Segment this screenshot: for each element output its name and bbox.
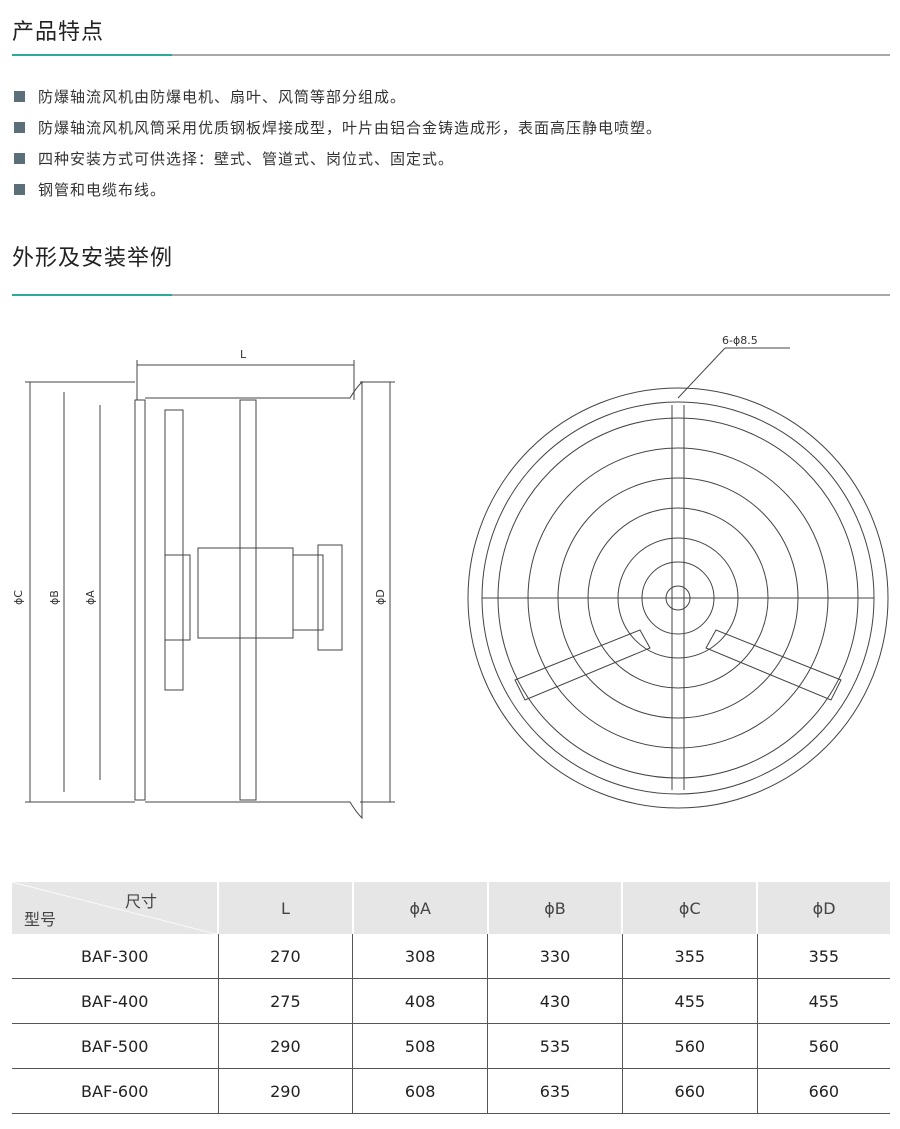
dim-c-label: ϕC [12,590,25,605]
divider [12,54,890,56]
bullet-icon [14,91,25,102]
dim-d-label: ϕD [374,589,387,605]
table-cell: 290 [217,1068,353,1114]
dim-b-label: ϕB [48,590,61,605]
corner-bottom-label: 型号 [24,910,57,929]
model-cell: BAF-600 [12,1068,218,1114]
model-cell: BAF-500 [12,1023,218,1069]
table-cell: 270 [217,934,353,979]
model-cell: BAF-400 [12,978,218,1024]
feature-item: 四种安装方式可供选择：壁式、管道式、岗位式、固定式。 [14,148,454,169]
divider [12,294,890,296]
table-cell: 408 [352,978,488,1024]
table-cell: 308 [352,934,488,979]
table-cell: 535 [487,1023,623,1069]
table-header-row: 尺寸 型号 L ϕA ϕB ϕC ϕD [12,882,890,934]
side-view: L ϕC ϕB ϕA ϕD [12,348,395,820]
corner-top-label: 尺寸 [124,892,157,911]
table-cell: 508 [352,1023,488,1069]
feature-text: 四种安装方式可供选择：壁式、管道式、岗位式、固定式。 [38,150,455,168]
feature-text: 钢管和电缆布线。 [38,181,167,199]
table-cell: 660 [756,1068,890,1114]
table-cell: 560 [756,1023,890,1069]
table-cell: 275 [217,978,353,1024]
table-cell: 355 [621,934,758,979]
feature-text: 防爆轴流风机风筒采用优质钢板焊接成型，叶片由铝合金铸造成形，表面高压静电喷塑。 [38,119,663,137]
feature-item: 钢管和电缆布线。 [14,179,166,200]
table-cell: 660 [621,1068,758,1114]
section-title-installation: 外形及安装举例 [12,246,174,271]
column-header: ϕC [621,882,758,934]
table-cell: 608 [352,1068,488,1114]
feature-item: 防爆轴流风机由防爆电机、扇叶、风筒等部分组成。 [14,86,406,107]
model-cell: BAF-300 [12,934,218,979]
dim-a-label: ϕA [84,590,97,605]
bullet-icon [14,153,25,164]
column-header: ϕA [351,882,488,934]
front-view: 6-ϕ8.5 [467,334,889,809]
fan-drawing: L ϕC ϕB ϕA ϕD 6-ϕ8.5 [12,334,889,820]
dim-l-label: L [240,348,247,361]
column-header: L [217,882,353,934]
feature-text: 防爆轴流风机由防爆电机、扇叶、风筒等部分组成。 [38,88,407,106]
table-cell: 430 [487,978,623,1024]
column-header: ϕD [756,882,890,934]
bullet-icon [14,122,25,133]
table-cell: 290 [217,1023,353,1069]
table-cell: 455 [621,978,758,1024]
table-cell: 635 [487,1068,623,1114]
column-header: ϕB [486,882,623,934]
holes-label: 6-ϕ8.5 [722,334,758,347]
table-cell: 560 [621,1023,758,1069]
bullet-icon [14,184,25,195]
section-title-features: 产品特点 [12,20,105,45]
table-cell: 330 [487,934,623,979]
feature-item: 防爆轴流风机风筒采用优质钢板焊接成型，叶片由铝合金铸造成形，表面高压静电喷塑。 [14,117,662,138]
table-cell: 455 [756,978,890,1024]
corner-header: 尺寸 型号 [12,882,218,934]
table-cell: 355 [756,934,890,979]
